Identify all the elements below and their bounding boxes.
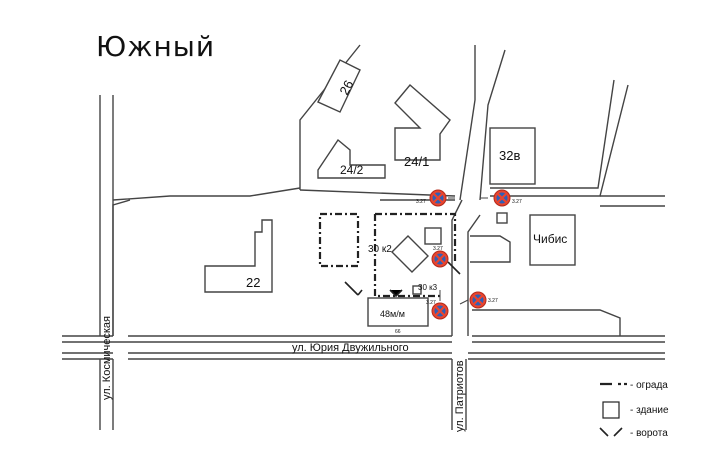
- inner-road-center: [451, 199, 481, 336]
- building-30k2-block: [391, 235, 429, 273]
- label-24-1: 24/1: [404, 154, 429, 169]
- label-30k2: 30 к2: [368, 244, 392, 255]
- label-parking: 48м/м: [380, 309, 405, 319]
- legend-fence-label: - ограда: [630, 380, 668, 391]
- building-24-2: [317, 138, 386, 179]
- building-small-1: [424, 227, 442, 245]
- building-22: [204, 219, 273, 293]
- sign-327-5: [469, 291, 487, 309]
- sign-label-3: 3.27: [433, 246, 443, 252]
- fences: [318, 212, 457, 298]
- label-22: 22: [246, 275, 260, 290]
- sign-327-3: [431, 250, 449, 268]
- legend-building-label: - здание: [630, 405, 669, 416]
- south-road-east: [472, 309, 621, 336]
- fence-east: [373, 212, 457, 298]
- inner-road-west-edge: [112, 199, 131, 336]
- sign-label-5: 3.27: [488, 298, 498, 304]
- label-kosmicheskaya: ул. Космическая: [101, 316, 113, 400]
- sign-327-1: [429, 189, 447, 207]
- legend-building-symbol: [602, 401, 620, 419]
- map-title: Южный: [96, 30, 216, 63]
- building-24-1: [394, 84, 451, 161]
- buildings: [204, 59, 576, 327]
- block-edge: [299, 189, 456, 197]
- sign-label-1: 3.27: [416, 199, 426, 205]
- building-26: [317, 59, 361, 113]
- gate-west: [344, 281, 363, 296]
- sign-arrows: [439, 197, 488, 305]
- gate-east: [447, 261, 461, 275]
- label-26: 26: [336, 78, 356, 98]
- patriotov-road: [451, 359, 467, 430]
- label-32v: 32в: [499, 148, 520, 163]
- north-road-center: [459, 45, 506, 201]
- gate-south: [389, 289, 403, 298]
- inner-road-west: [112, 187, 301, 201]
- parking-48: [367, 297, 429, 327]
- east-road: [600, 195, 665, 207]
- roads: [62, 44, 665, 430]
- building-chibis: [529, 214, 576, 266]
- label-dimension: 66: [395, 329, 401, 335]
- sign-label-4: 3.27: [426, 300, 436, 306]
- sign-327-2: [493, 189, 511, 207]
- label-chibis: Чибис: [533, 232, 567, 246]
- sign-label-2: 3.27: [512, 199, 522, 205]
- sign-327-4: [431, 302, 449, 320]
- gates: [344, 261, 461, 298]
- fence-west: [318, 212, 360, 268]
- building-labels: 26 24/1 24/2 32в 22 Чибис 30 к2 30 к3 48…: [246, 78, 567, 335]
- label-30k3: 30 к3: [418, 283, 438, 292]
- label-patriotov: ул. Патриотов: [454, 360, 466, 432]
- building-small-2: [496, 212, 508, 224]
- label-24-2: 24/2: [340, 163, 364, 177]
- legend-gate-label: - ворота: [630, 428, 668, 439]
- legend: - ограда - здание - ворота: [599, 380, 669, 439]
- building-small-3: [412, 285, 422, 295]
- legend-gate-symbol: [599, 427, 623, 437]
- service-loop: [470, 235, 511, 263]
- road-signs: 3.27 3.27 3.27 3.27 3.27: [416, 189, 522, 320]
- label-dvuzhilnogo: ул. Юрия Двужильного: [292, 342, 409, 354]
- street-labels: ул. Космическая ул. Юрия Двужильного ул.…: [101, 316, 466, 432]
- building-32v: [489, 127, 536, 185]
